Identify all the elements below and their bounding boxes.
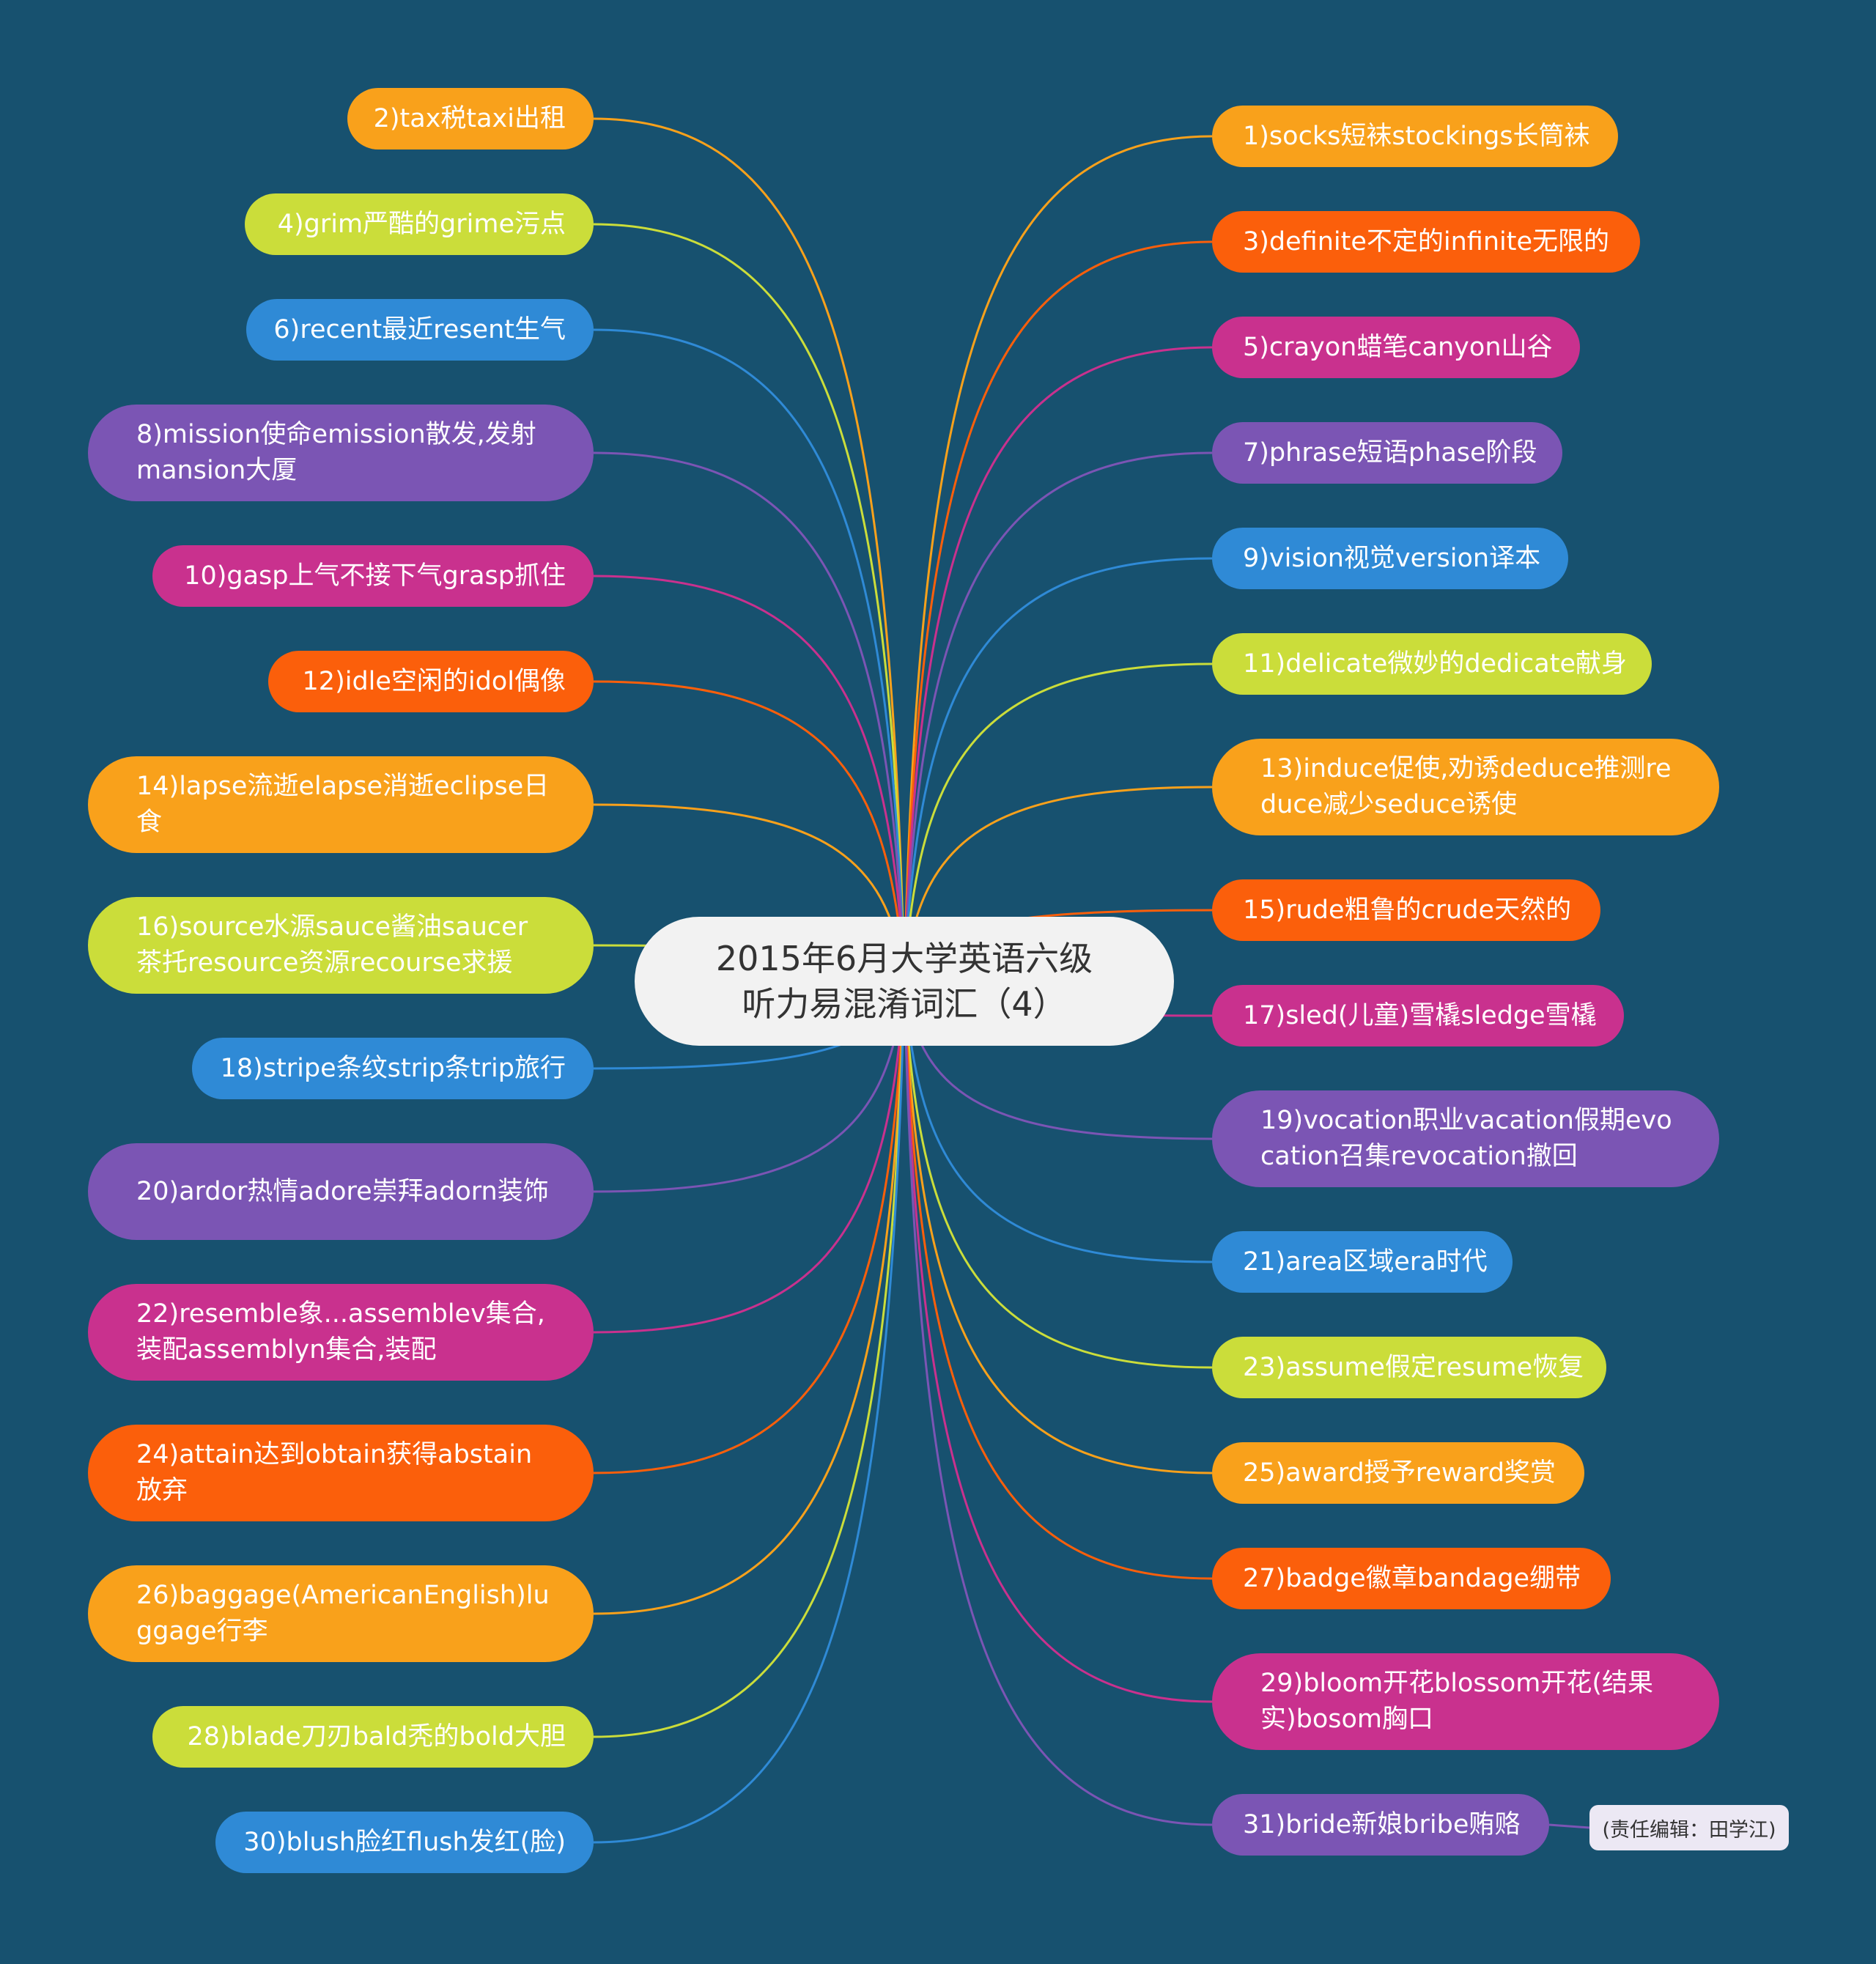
left-topic-node[interactable]: 30)blush脸红flush发红(脸) [215,1812,594,1873]
right-topic-node[interactable]: 29)bloom开花blossom开花(结果实)bosom胸口 [1212,1653,1719,1750]
right-topic-node[interactable]: 11)delicate微妙的dedicate献身 [1212,633,1652,695]
topic-label: 25)award授予reward奖赏 [1243,1458,1556,1488]
right-topic-node[interactable]: 27)badge徽章bandage绷带 [1212,1548,1611,1609]
central-topic[interactable]: 2015年6月大学英语六级听力易混淆词汇（4） [635,917,1174,1046]
topic-label: 30)blush脸红flush发红(脸) [243,1827,566,1857]
left-topic-node[interactable]: 12)idle空闲的idol偶像 [268,651,594,712]
left-topic-node[interactable]: 6)recent最近resent生气 [246,299,594,361]
right-topic-node[interactable]: 5)crayon蜡笔canyon山谷 [1212,317,1580,378]
right-topic-node[interactable]: 25)award授予reward奖赏 [1212,1442,1584,1504]
editor-note: (责任编辑：田学江) [1589,1805,1789,1850]
right-topic-node[interactable]: 21)area区域era时代 [1212,1231,1513,1293]
connector-line [903,557,1213,982]
topic-label: 14)lapse流逝elapse消逝eclipse日食 [136,772,550,837]
right-topic-node[interactable]: 1)socks短袜stockings长筒袜 [1212,106,1618,167]
left-topic-node[interactable]: 24)attain达到obtain获得abstain放弃 [88,1425,594,1521]
right-topic-node[interactable]: 7)phrase短语phase阶段 [1212,422,1562,484]
topic-label: 19)vocation职业vacation假期evocation召集revoca… [1260,1106,1672,1171]
connector-line [903,981,1213,1580]
left-topic-node[interactable]: 26)baggage(AmericanEnglish)luggage行李 [88,1565,594,1662]
topic-label: 10)gasp上气不接下气grasp抓住 [184,561,566,591]
topic-label: 11)delicate微妙的dedicate献身 [1243,649,1627,679]
topic-label: 27)badge徽章bandage绷带 [1243,1563,1581,1593]
topic-label: 21)area区域era时代 [1243,1247,1488,1277]
topic-label: 7)phrase短语phase阶段 [1243,438,1537,468]
connector-line [593,981,906,1615]
left-topic-node[interactable]: 22)resemble象...assemblev集合,装配assemblyn集合… [88,1284,594,1381]
connector-line [903,981,1213,1703]
connector-line [903,346,1213,982]
topic-label: 29)bloom开花blossom开花(结果实)bosom胸口 [1260,1669,1654,1734]
connector-line [593,680,906,982]
topic-label: 4)grim严酷的grime污点 [277,209,566,239]
topic-label: 31)bride新娘bribe贿赂 [1243,1809,1521,1839]
connector-line [903,981,1213,1826]
topic-label: 18)stripe条纹strip条trip旅行 [220,1053,566,1083]
connector-line [903,662,1213,982]
right-topic-node[interactable]: 31)bride新娘bribe贿赂 [1212,1794,1549,1856]
connector-line [593,981,906,1844]
left-topic-node[interactable]: 10)gasp上气不接下气grasp抓住 [152,545,594,607]
note-connector-line [1548,1823,1590,1829]
topic-label: 28)blade刀刃bald秃的bold大胆 [187,1721,566,1751]
topic-label: 6)recent最近resent生气 [273,314,566,344]
right-topic-node[interactable]: 13)induce促使,劝诱deduce推测reduce减少seduce诱使 [1212,739,1719,835]
topic-label: 17)sled(儿童)雪橇sledge雪橇 [1243,1000,1597,1030]
connector-line [593,981,906,1738]
topic-label: 12)idle空闲的idol偶像 [302,666,566,696]
topic-label: 20)ardor热情adore崇拜adorn装饰 [136,1176,549,1206]
left-topic-node[interactable]: 2)tax税taxi出租 [347,88,594,149]
left-topic-node[interactable]: 28)blade刀刃bald秃的bold大胆 [152,1706,594,1768]
topic-label: 15)rude粗鲁的crude天然的 [1243,895,1572,925]
topic-label: 22)resemble象...assemblev集合,装配assemblyn集合… [136,1299,545,1365]
topic-label: 8)mission使命emission散发,发射mansion大厦 [136,420,536,485]
connector-line [593,223,906,982]
topic-label: 16)source水源sauce酱油saucer茶托resource资源reco… [136,912,528,978]
right-topic-node[interactable]: 17)sled(儿童)雪橇sledge雪橇 [1212,985,1624,1046]
topic-label: 3)definite不定的infinite无限的 [1243,226,1609,256]
right-topic-node[interactable]: 19)vocation职业vacation假期evocation召集revoca… [1212,1090,1719,1187]
connector-line [903,981,1213,1369]
connector-line [593,451,906,982]
left-topic-node[interactable]: 8)mission使命emission散发,发射mansion大厦 [88,405,594,501]
connector-line [903,981,1213,1474]
topic-label: 2)tax税taxi出租 [373,103,566,133]
right-topic-node[interactable]: 3)definite不定的infinite无限的 [1212,211,1640,273]
left-topic-node[interactable]: 20)ardor热情adore崇拜adorn装饰 [88,1143,594,1240]
right-topic-node[interactable]: 9)vision视觉version译本 [1212,528,1568,589]
connector-line [593,981,906,1334]
connector-line [593,117,906,982]
left-topic-node[interactable]: 14)lapse流逝elapse消逝eclipse日食 [88,756,594,853]
editor-note-text: (责任编辑：田学江) [1602,1818,1776,1842]
connector-line [903,240,1213,982]
right-topic-node[interactable]: 23)assume假定resume恢复 [1212,1337,1606,1398]
connector-line [593,328,906,982]
topic-label: 24)attain达到obtain获得abstain放弃 [136,1440,533,1505]
left-topic-node[interactable]: 18)stripe条纹strip条trip旅行 [192,1038,594,1099]
topic-label: 1)socks短袜stockings长筒袜 [1243,121,1590,151]
topic-label: 9)vision视觉version译本 [1243,543,1541,573]
connector-line [903,981,1213,1263]
central-topic-title: 2015年6月大学英语六级听力易混淆词汇（4） [715,939,1093,1024]
right-topic-node[interactable]: 15)rude粗鲁的crude天然的 [1212,879,1600,941]
connector-line [903,135,1213,982]
connector-line [903,451,1213,982]
left-topic-node[interactable]: 4)grim严酷的grime污点 [245,193,594,255]
connector-line [593,981,906,1474]
connector-line [593,575,906,982]
topic-label: 13)induce促使,劝诱deduce推测reduce减少seduce诱使 [1260,754,1672,819]
left-topic-node[interactable]: 16)source水源sauce酱油saucer茶托resource资源reco… [88,897,594,994]
topic-label: 23)assume假定resume恢复 [1243,1352,1584,1382]
topic-label: 26)baggage(AmericanEnglish)luggage行李 [136,1581,550,1646]
topic-label: 5)crayon蜡笔canyon山谷 [1243,332,1553,362]
